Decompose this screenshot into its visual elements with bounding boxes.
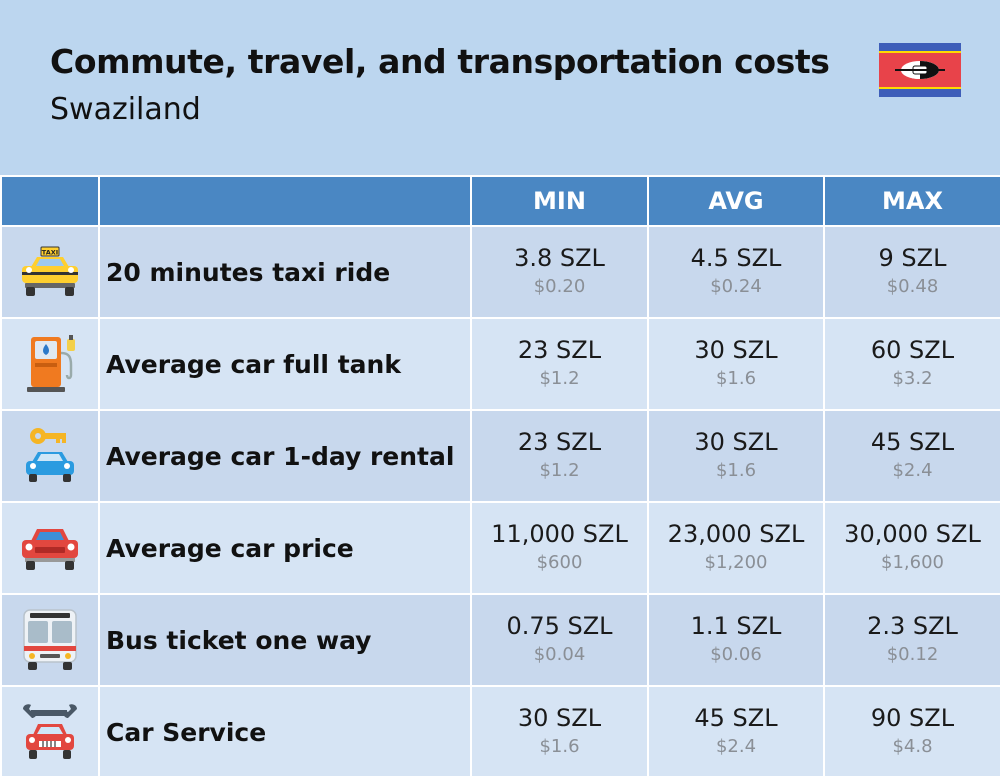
cost-table: MIN AVG MAX TAXI — [0, 175, 1000, 776]
car-icon — [22, 529, 78, 570]
table-row: Bus ticket one way 0.75 SZL $0.04 1.1 SZL… — [0, 593, 1000, 687]
page-title: Commute, travel, and transportation cost… — [50, 42, 830, 81]
table-row: Average car full tank 23 SZL $1.2 30 SZL $… — [0, 317, 1000, 411]
max-value: 30,000 SZL $1,600 — [823, 501, 1000, 595]
max-local: 2.3 SZL — [867, 612, 958, 640]
min-value: 30 SZL $1.6 — [470, 685, 649, 776]
max-value: 45 SZL $2.4 — [823, 409, 1000, 503]
table-row: Average car 1-day rental 23 SZL $1.2 30 S… — [0, 409, 1000, 503]
page-header: Commute, travel, and transportation cost… — [0, 0, 1000, 175]
max-value: 2.3 SZL $0.12 — [823, 593, 1000, 687]
min-value: 3.8 SZL $0.20 — [470, 225, 649, 319]
avg-value: 23,000 SZL $1,200 — [647, 501, 825, 595]
min-local: 23 SZL — [517, 428, 602, 456]
min-usd: $1.2 — [539, 460, 580, 481]
row-label: Average car 1-day rental — [98, 409, 472, 503]
bus-icon — [23, 609, 77, 670]
min-local: 11,000 SZL — [491, 520, 628, 548]
min-local: 30 SZL — [517, 704, 602, 732]
avg-usd: $1.6 — [715, 368, 757, 389]
max-local: 9 SZL — [878, 244, 947, 272]
max-local: 60 SZL — [870, 336, 955, 364]
car-service-wrench-icon — [23, 704, 77, 759]
min-local: 3.8 SZL — [514, 244, 605, 272]
avg-usd: $1,200 — [704, 552, 768, 573]
min-usd: $0.04 — [533, 644, 586, 665]
row-label: Car Service — [98, 685, 472, 776]
avg-value: 1.1 SZL $0.06 — [647, 593, 825, 687]
row-label: Average car price — [98, 501, 472, 595]
max-usd: $3.2 — [892, 368, 933, 389]
avg-local: 30 SZL — [694, 336, 778, 364]
taxi-icon: TAXI — [22, 246, 78, 296]
avg-local: 1.1 SZL — [690, 612, 782, 640]
avg-value: 30 SZL $1.6 — [647, 317, 825, 411]
max-usd: $0.48 — [886, 276, 939, 297]
avg-local: 23,000 SZL — [667, 520, 805, 548]
car-rental-key-icon — [26, 428, 74, 482]
max-local: 30,000 SZL — [844, 520, 981, 548]
min-value: 23 SZL $1.2 — [470, 317, 649, 411]
row-label: 20 minutes taxi ride — [98, 225, 472, 319]
swaziland-flag-icon — [879, 43, 961, 97]
min-usd: $1.2 — [539, 368, 580, 389]
max-value: 9 SZL $0.48 — [823, 225, 1000, 319]
avg-usd: $2.4 — [715, 736, 757, 757]
avg-value: 30 SZL $1.6 — [647, 409, 825, 503]
max-value: 60 SZL $3.2 — [823, 317, 1000, 411]
max-usd: $0.12 — [886, 644, 939, 665]
avg-value: 45 SZL $2.4 — [647, 685, 825, 776]
fuel-pump-icon — [27, 335, 75, 392]
header-avg: AVG — [647, 175, 825, 227]
max-value: 90 SZL $4.8 — [823, 685, 1000, 776]
min-local: 0.75 SZL — [506, 612, 613, 640]
svg-text:TAXI: TAXI — [42, 249, 58, 257]
min-value: 0.75 SZL $0.04 — [470, 593, 649, 687]
header-icon-cell — [0, 175, 100, 227]
min-usd: $600 — [536, 552, 583, 573]
avg-local: 30 SZL — [694, 428, 778, 456]
max-local: 90 SZL — [870, 704, 955, 732]
header-label-cell — [98, 175, 472, 227]
min-local: 23 SZL — [517, 336, 602, 364]
table-row: TAXI 20 minutes taxi ride 3.8 SZL $0.20 4… — [0, 225, 1000, 319]
table-row: Car Service 30 SZL $1.6 45 SZL $2.4 90 SZL… — [0, 685, 1000, 776]
max-usd: $4.8 — [892, 736, 933, 757]
row-label: Average car full tank — [98, 317, 472, 411]
max-usd: $2.4 — [892, 460, 933, 481]
min-usd: $0.20 — [533, 276, 586, 297]
avg-value: 4.5 SZL $0.24 — [647, 225, 825, 319]
min-value: 23 SZL $1.2 — [470, 409, 649, 503]
avg-local: 45 SZL — [694, 704, 778, 732]
avg-usd: $0.06 — [710, 644, 762, 665]
min-value: 11,000 SZL $600 — [470, 501, 649, 595]
row-label: Bus ticket one way — [98, 593, 472, 687]
max-usd: $1,600 — [881, 552, 944, 573]
avg-usd: $0.24 — [710, 276, 762, 297]
avg-usd: $1.6 — [715, 460, 757, 481]
header-min: MIN — [470, 175, 649, 227]
min-usd: $1.6 — [539, 736, 580, 757]
avg-local: 4.5 SZL — [690, 244, 782, 272]
header-max: MAX — [823, 175, 1000, 227]
table-header-row: MIN AVG MAX — [0, 175, 1000, 227]
page-subtitle: Swaziland — [50, 92, 201, 127]
max-local: 45 SZL — [870, 428, 955, 456]
table-row: Average car price 11,000 SZL $600 23,000 … — [0, 501, 1000, 595]
